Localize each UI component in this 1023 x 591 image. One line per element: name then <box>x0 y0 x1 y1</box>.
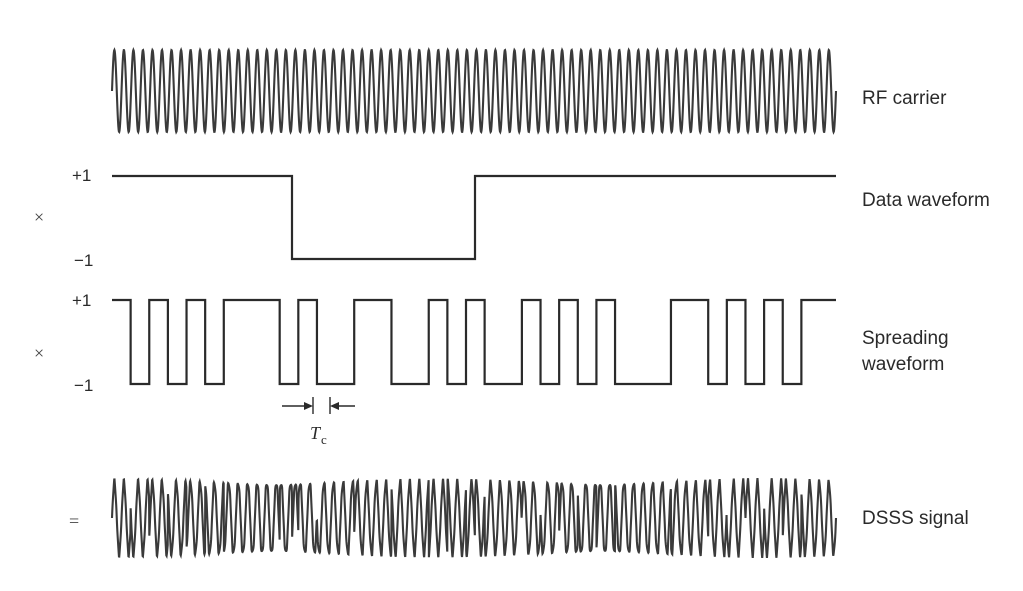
data-waveform-label: Data waveform <box>862 190 990 211</box>
spreading-plus-one-label: +1 <box>72 291 91 310</box>
spreading-waveform <box>112 298 836 386</box>
spreading-minus-one-label: −1 <box>74 376 93 395</box>
dsss-signal-waveform <box>110 476 838 560</box>
spreading-label-line2: waveform <box>861 354 944 375</box>
equals-operator: = <box>69 511 79 531</box>
tc-arrowhead-right <box>330 402 339 410</box>
dsss-signal-label: DSSS signal <box>862 508 969 529</box>
data-waveform-row: +1 −1 × Data waveform <box>34 166 990 270</box>
rf-carrier-label: RF carrier <box>862 88 947 109</box>
data-waveform <box>112 174 836 261</box>
spreading-waveform-row: +1 −1 × Spreading waveform Tc <box>34 291 949 447</box>
spreading-label-line1: Spreading <box>862 328 949 349</box>
tc-arrowhead-left <box>304 402 313 410</box>
multiply-operator-2: × <box>34 343 44 363</box>
chip-period-marker: Tc <box>282 397 355 447</box>
data-plus-one-label: +1 <box>72 166 91 185</box>
data-minus-one-label: −1 <box>74 251 93 270</box>
dsss-signal-row: = DSSS signal <box>69 476 969 560</box>
rf-carrier-waveform <box>110 46 838 136</box>
rf-carrier-row: RF carrier <box>110 46 947 136</box>
tc-symbol: Tc <box>310 423 327 447</box>
multiply-operator-1: × <box>34 207 44 227</box>
